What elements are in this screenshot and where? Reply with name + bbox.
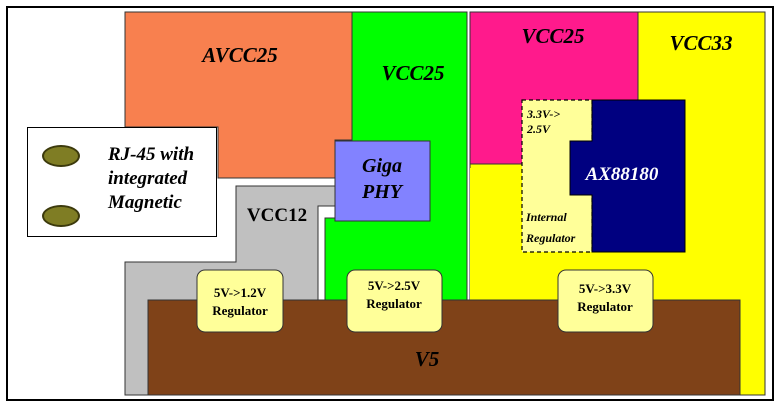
internal-regulator-box xyxy=(521,99,593,253)
regulator-1v2-line2: Regulator xyxy=(212,303,268,318)
vcc25-green-label: VCC25 xyxy=(381,61,444,85)
internal-reg-bottom-line1: Internal xyxy=(525,210,567,224)
vcc33-label: VCC33 xyxy=(669,31,732,55)
internal-reg-bottom-line2: Regulator xyxy=(525,231,576,245)
vcc12-label: VCC12 xyxy=(247,205,307,226)
regulator-2v5-line2: Regulator xyxy=(366,296,422,311)
giga-phy-chip xyxy=(334,140,431,222)
avcc25-label: AVCC25 xyxy=(200,43,277,67)
legend-line2: integrated xyxy=(108,168,188,189)
legend-line1: RJ-45 with xyxy=(108,144,195,165)
legend-text: RJ-45 with integrated Magnetic xyxy=(108,143,218,215)
giga-phy-label-line2: PHY xyxy=(361,181,404,203)
ax88180-label: AX88180 xyxy=(585,164,659,185)
ax88180-chip xyxy=(569,99,686,253)
regulator-2v5-box xyxy=(346,269,443,333)
regulator-1v2-box xyxy=(196,269,284,333)
internal-reg-top-line1: 3.3V-> xyxy=(526,107,560,121)
internal-reg-top-line2: 2.5V xyxy=(526,122,551,136)
vcc25-pink-label: VCC25 xyxy=(521,24,584,48)
v5-label: V5 xyxy=(415,347,440,371)
regulator-3v3-line1: 5V->3.3V xyxy=(579,281,632,296)
magnetic-connector-icon xyxy=(42,205,80,227)
rj45-connector-icon xyxy=(42,145,80,167)
regulator-3v3-line2: Regulator xyxy=(577,299,633,314)
regulator-1v2-line1: 5V->1.2V xyxy=(214,285,267,300)
regulator-3v3-box xyxy=(557,269,654,333)
giga-phy-label-line1: Giga xyxy=(362,155,402,177)
rj45-legend: RJ-45 with integrated Magnetic xyxy=(27,127,217,237)
legend-line3: Magnetic xyxy=(108,192,182,213)
regulator-2v5-line1: 5V->2.5V xyxy=(368,278,421,293)
